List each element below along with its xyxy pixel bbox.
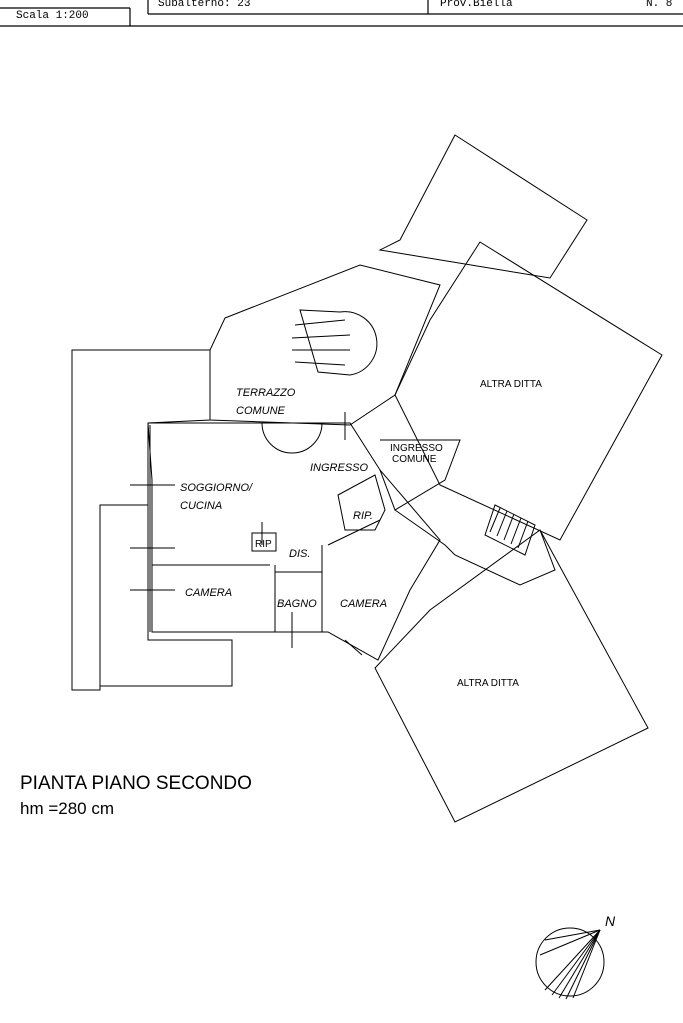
altra-ditta-bottom-area xyxy=(374,529,649,823)
room-label-rip: RIP. xyxy=(353,510,373,522)
province-label: Prov.Biella xyxy=(440,0,513,10)
room-label-altra-ditta-top: ALTRA DITTA xyxy=(480,379,542,390)
spiral-stair xyxy=(299,309,378,376)
plan-title: PIANTA PIANO SECONDO xyxy=(20,773,252,794)
header-frame xyxy=(0,0,683,27)
room-label-terrazzo: TERRAZZO xyxy=(236,387,296,399)
room-label-altra-ditta-bottom: ALTRA DITTA xyxy=(457,678,519,689)
number-label: N. 8 xyxy=(646,0,673,10)
terrazzo-comune-area xyxy=(209,264,441,426)
room-label-ingresso: INGRESSO xyxy=(310,462,369,474)
room-label-bagno: BAGNO xyxy=(277,598,317,610)
room-label-camera-right: CAMERA xyxy=(340,598,387,610)
room-label-soggiorno: SOGGIORNO/ xyxy=(180,482,253,494)
room-label-cucina: CUCINA xyxy=(180,500,222,512)
lower-left-terrace xyxy=(99,504,233,687)
compass-icon xyxy=(535,927,605,1000)
room-label-dis: DIS. xyxy=(289,548,310,560)
upper-terrace xyxy=(378,134,588,279)
apartment-outline xyxy=(147,422,441,661)
room-label-comune: COMUNE xyxy=(236,405,286,417)
left-terrace-outline xyxy=(71,349,211,691)
room-label-ingresso-comune-2: COMUNE xyxy=(392,454,437,465)
plan-height: hm =280 cm xyxy=(20,799,115,818)
room-label-rip-small: RIP xyxy=(255,539,272,550)
compass-north-label: N xyxy=(605,913,616,929)
scale-label: Scala 1:200 xyxy=(16,10,89,22)
room-label-camera-left: CAMERA xyxy=(185,587,232,599)
altra-ditta-top-area xyxy=(394,241,663,541)
room-label-ingresso-comune-1: INGRESSO xyxy=(390,443,443,454)
subalterno-label: Subalterno: 23 xyxy=(158,0,251,10)
